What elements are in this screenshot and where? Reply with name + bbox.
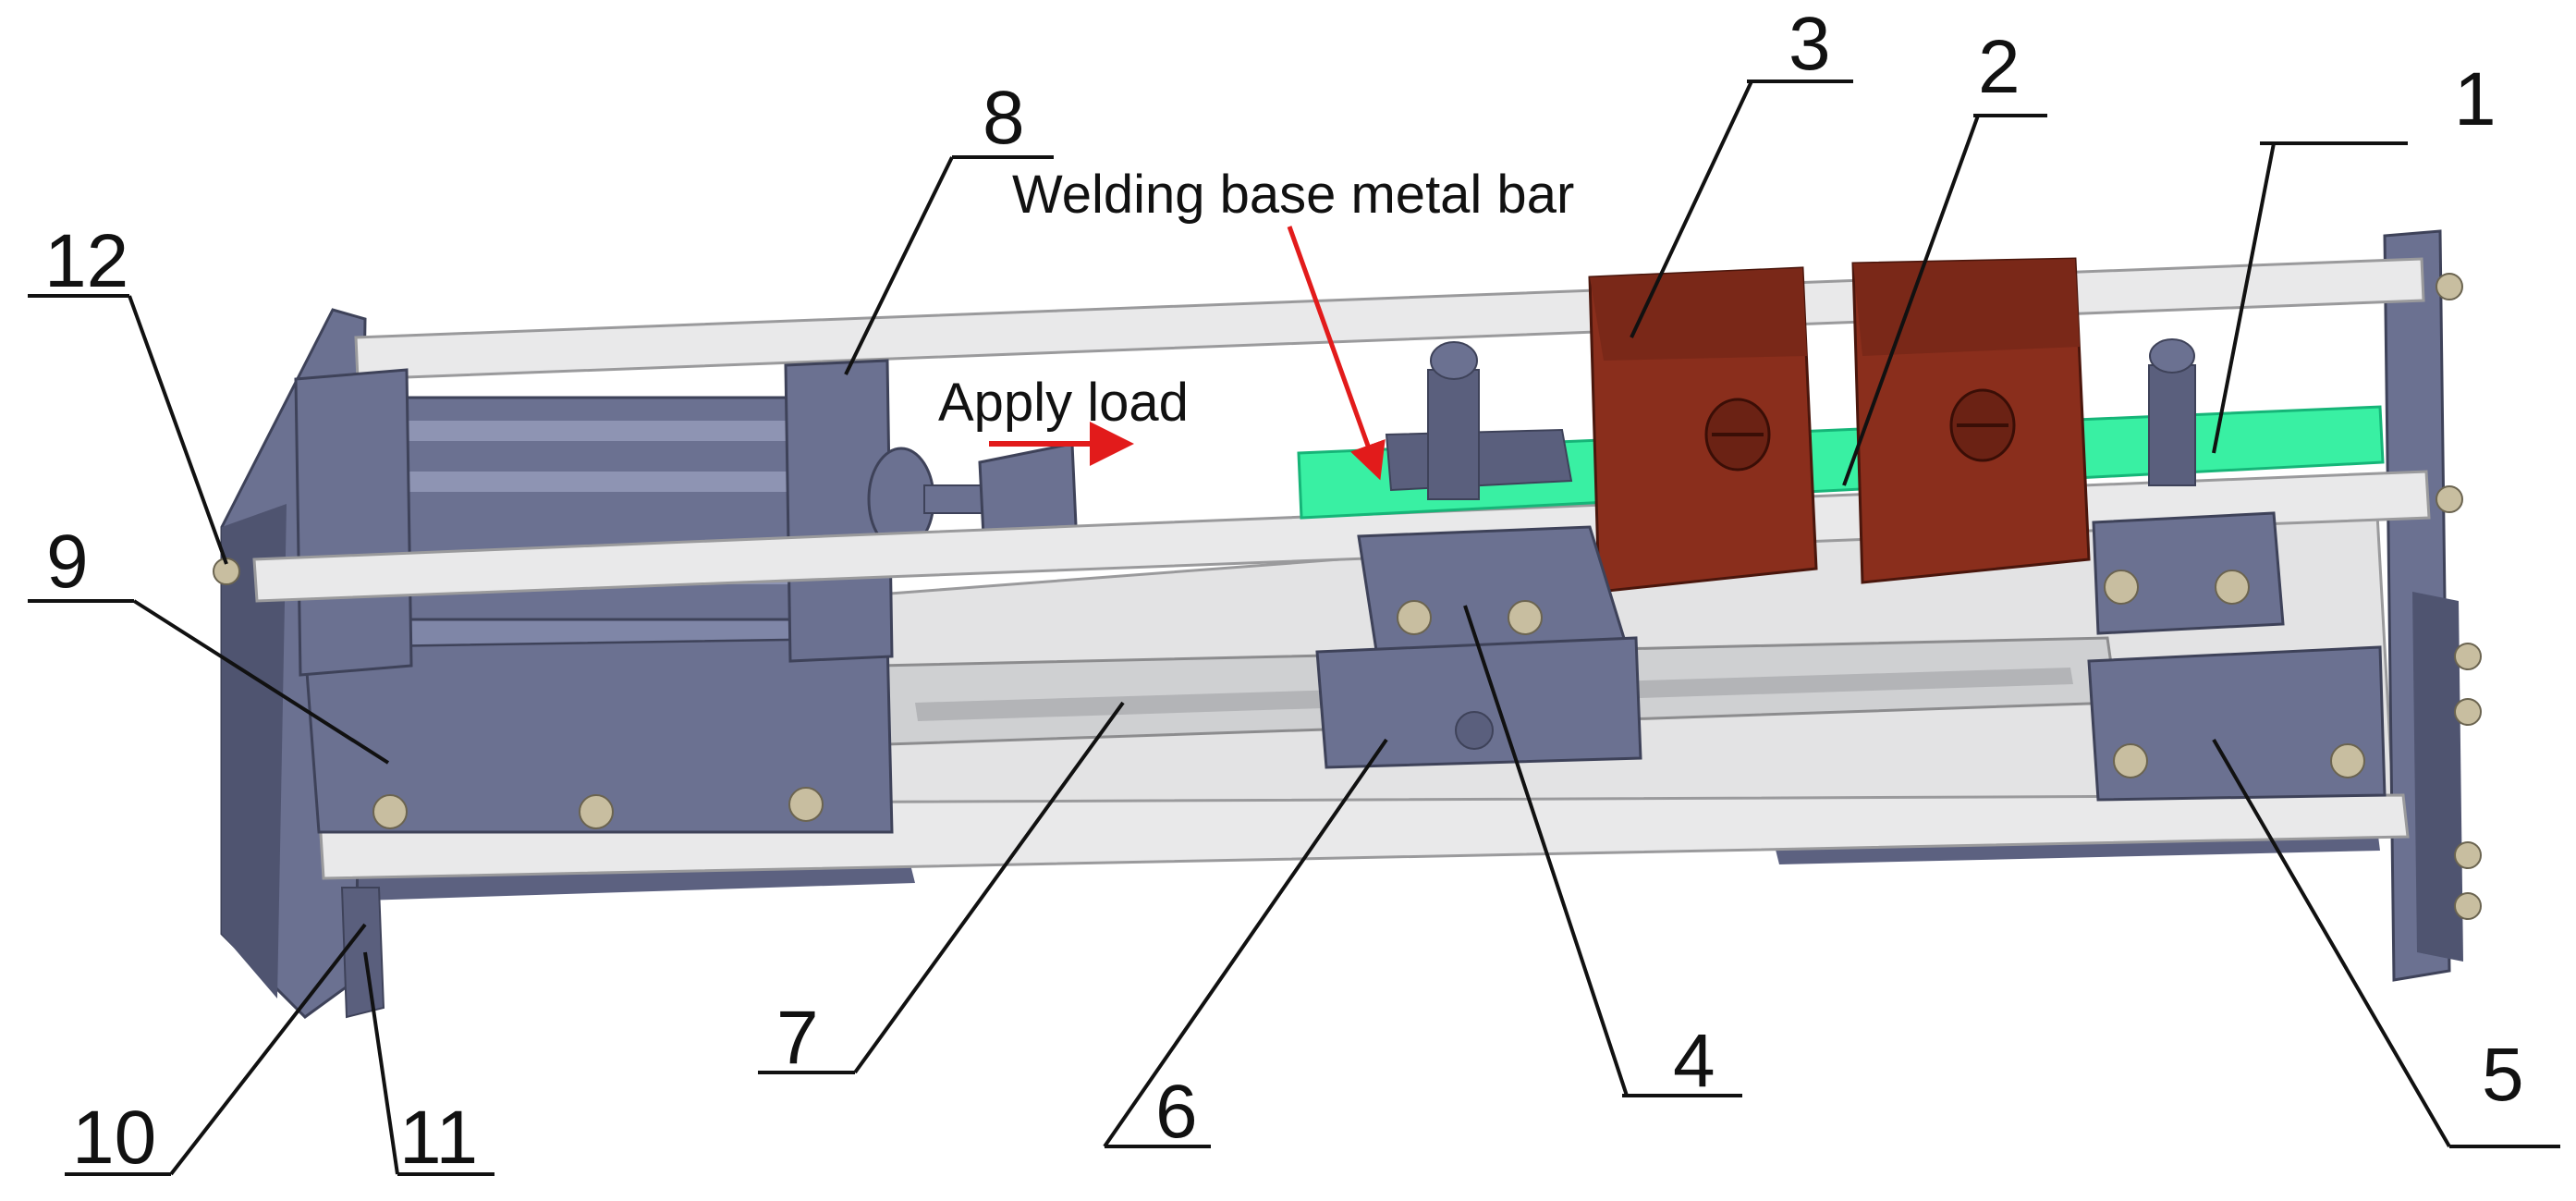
leader-1	[2212, 141, 2408, 454]
bolt	[2454, 841, 2482, 869]
part-number-10: 10	[72, 1096, 156, 1180]
bolt	[2454, 643, 2482, 670]
left-clamp-knob	[1430, 341, 1478, 380]
bolt	[2104, 570, 2139, 605]
part-number-1: 1	[2454, 57, 2497, 141]
leader-7	[758, 701, 1125, 1074]
part-number-8: 8	[983, 76, 1025, 160]
leader-10	[65, 923, 367, 1176]
left-clamp-4	[1357, 525, 1630, 658]
part-number-7: 7	[776, 996, 819, 1080]
bolt	[2436, 273, 2463, 300]
cylinder-left-flange	[294, 368, 413, 677]
right-slider-5	[2087, 645, 2387, 802]
base-metal-label: Welding base metal bar	[1012, 165, 1574, 225]
part-number-2: 2	[1978, 25, 2021, 109]
leader-5	[2212, 738, 2560, 1148]
tie-rod-top	[354, 257, 2425, 381]
apply-load-label: Apply load	[938, 373, 1189, 433]
part-number-5: 5	[2482, 1033, 2524, 1117]
leader-3	[1630, 80, 1853, 338]
bolt	[2436, 485, 2463, 513]
bolt	[788, 787, 824, 822]
electrode-right-top	[1853, 259, 2080, 356]
bolt	[2330, 743, 2365, 778]
part-number-3: 3	[1789, 2, 1831, 86]
left-bracket-11	[340, 887, 385, 1019]
bolts	[213, 273, 2482, 920]
base-metal-arrow	[1287, 226, 1386, 481]
part-number-12: 12	[44, 219, 128, 303]
cylinder-rod-guide-1	[370, 421, 832, 441]
left-clamp-post	[1427, 369, 1480, 500]
left-slider-6	[1315, 636, 1642, 769]
left-end-plate-face	[222, 504, 287, 999]
bolt	[372, 794, 408, 829]
bolt	[2454, 892, 2482, 920]
leader-9	[28, 599, 390, 765]
cylinder-rod-guide-2	[370, 472, 832, 492]
leader-4	[1463, 605, 1742, 1097]
part-number-9: 9	[46, 520, 89, 604]
bolt	[579, 794, 614, 829]
leader-lines	[28, 80, 2560, 1176]
electrode-left-top	[1590, 268, 1807, 361]
leader-12	[28, 294, 228, 565]
bolt	[1397, 600, 1432, 635]
leader-11	[363, 951, 494, 1176]
part-number-11: 11	[399, 1096, 478, 1180]
bolt	[1508, 600, 1543, 635]
right-clamp-knob	[2149, 338, 2195, 374]
part-number-4: 4	[1673, 1019, 1715, 1103]
piston-rod	[923, 484, 990, 514]
bolt	[213, 558, 240, 585]
leader-6	[1103, 738, 1388, 1148]
part-number-6: 6	[1155, 1070, 1198, 1154]
bolt	[2215, 570, 2250, 605]
slider-pin	[1455, 711, 1494, 750]
leader-2	[1842, 114, 2047, 486]
bolt	[2454, 698, 2482, 726]
right-clamp-post	[2148, 364, 2196, 486]
right-end-plate-face	[2412, 592, 2463, 962]
leader-8	[844, 155, 1054, 375]
bolt	[2113, 743, 2148, 778]
